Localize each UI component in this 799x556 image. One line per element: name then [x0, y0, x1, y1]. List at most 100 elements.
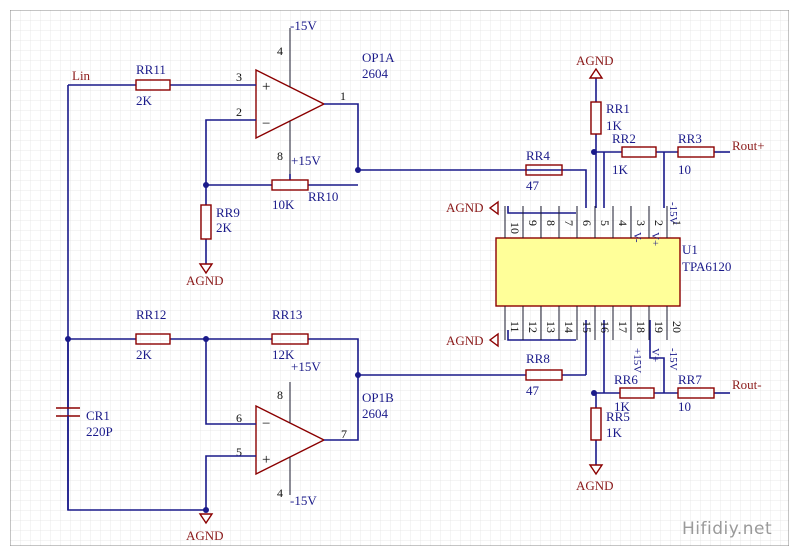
op1a-plus-sign: + — [262, 79, 270, 95]
op1b-vpos-label: +15V — [291, 359, 321, 374]
resistor-rr6: RR6 1K — [614, 372, 655, 414]
svg-text:47: 47 — [526, 383, 540, 398]
svg-text:20: 20 — [670, 321, 684, 333]
u1-ref: U1 — [682, 242, 698, 257]
agnd-symbol-u1-top: AGND — [446, 200, 499, 216]
svg-text:AGND: AGND — [576, 478, 614, 493]
svg-text:9: 9 — [526, 220, 540, 226]
rout-minus-label: Rout- — [732, 377, 762, 392]
resistor-rr5: RR5 1K — [590, 407, 630, 441]
op1b-pin6: 6 — [236, 411, 242, 425]
svg-text:2: 2 — [652, 220, 666, 226]
svg-text:RR13: RR13 — [272, 307, 302, 322]
svg-text:11: 11 — [508, 321, 522, 333]
op1a-minus-sign: − — [262, 116, 270, 132]
svg-text:AGND: AGND — [576, 53, 614, 68]
svg-text:16: 16 — [598, 321, 612, 333]
resistor-rr11: RR11 2K — [135, 62, 171, 108]
op1b-vneg-label: -15V — [290, 493, 317, 508]
svg-text:2K: 2K — [136, 93, 153, 108]
op1a-value: 2604 — [362, 66, 389, 81]
svg-text:RR11: RR11 — [136, 62, 166, 77]
svg-text:2K: 2K — [136, 347, 153, 362]
svg-text:14: 14 — [562, 321, 576, 333]
resistor-rr3: RR3 10 — [677, 131, 715, 177]
svg-text:1K: 1K — [612, 162, 629, 177]
junctions — [65, 149, 597, 513]
svg-text:-15V: -15V — [667, 202, 679, 225]
resistor-rr9: RR9 2K — [200, 204, 240, 240]
agnd-symbol-op1b: AGND — [186, 513, 224, 543]
svg-text:AGND: AGND — [446, 200, 484, 215]
svg-text:RR12: RR12 — [136, 307, 166, 322]
op1b-ref: OP1B — [362, 390, 394, 405]
svg-text:RR5: RR5 — [606, 409, 630, 424]
op1a-vpos-label: +15V — [291, 153, 321, 168]
op1b-pin4: 4 — [277, 486, 283, 500]
resistor-rr12: RR12 2K — [135, 307, 171, 362]
svg-text:10: 10 — [678, 162, 691, 177]
svg-text:1K: 1K — [614, 399, 631, 414]
svg-text:4: 4 — [616, 220, 630, 226]
svg-text:AGND: AGND — [186, 273, 224, 288]
agnd-symbol-rr1: AGND — [576, 53, 614, 79]
svg-text:AGND: AGND — [446, 333, 484, 348]
op1b-opamp: +15V -15V 8 4 − + 6 5 7 OP1B 2604 — [236, 359, 394, 508]
rout-plus-label: Rout+ — [732, 138, 765, 153]
op1a-pin1: 1 — [340, 89, 346, 103]
schematic-sheet: -15V 4 8 +15V + − 3 2 1 OP1A 2604 +15V -… — [10, 10, 789, 546]
svg-text:RR1: RR1 — [606, 101, 630, 116]
op1b-pin7: 7 — [341, 427, 347, 441]
svg-text:V+: V+ — [649, 348, 661, 362]
svg-text:6: 6 — [580, 220, 594, 226]
resistor-rr13: RR13 12K — [271, 307, 309, 362]
svg-text:1K: 1K — [606, 118, 623, 133]
agnd-symbol-u1-bottom: AGND — [446, 332, 499, 348]
svg-text:RR8: RR8 — [526, 351, 550, 366]
watermark: Hifidiy.net — [682, 519, 772, 539]
svg-text:15: 15 — [580, 321, 594, 333]
op1b-pin5: 5 — [236, 445, 242, 459]
svg-text:RR7: RR7 — [678, 372, 702, 387]
op1a-pin4: 4 — [277, 44, 283, 58]
resistor-rr8: RR8 47 — [525, 351, 563, 398]
svg-text:17: 17 — [616, 321, 630, 333]
svg-text:19: 19 — [652, 321, 666, 333]
svg-text:AGND: AGND — [186, 528, 224, 543]
svg-text:RR2: RR2 — [612, 131, 636, 146]
svg-text:+15V: +15V — [631, 348, 643, 373]
svg-text:RR3: RR3 — [678, 131, 702, 146]
svg-text:2K: 2K — [216, 220, 233, 235]
svg-text:8: 8 — [544, 220, 558, 226]
svg-text:1K: 1K — [606, 425, 623, 440]
op1a-pin8: 8 — [277, 149, 283, 163]
u1-value: TPA6120 — [682, 259, 731, 274]
op1a-vneg-label: -15V — [290, 18, 317, 33]
resistor-rr4: RR4 47 — [525, 148, 563, 193]
svg-text:V+: V+ — [649, 232, 661, 246]
svg-text:V-: V- — [631, 232, 643, 243]
svg-text:RR6: RR6 — [614, 372, 638, 387]
svg-text:7: 7 — [562, 220, 576, 226]
capacitor-cr1: CR1 220P — [56, 407, 113, 510]
svg-text:10: 10 — [678, 399, 691, 414]
u1-chip: U1 TPA6120 10 9 8 7 6 5 4 3 2 1 11 12 — [495, 202, 731, 373]
svg-text:10K: 10K — [272, 197, 295, 212]
svg-text:RR10: RR10 — [308, 189, 338, 204]
svg-text:1: 1 — [670, 220, 684, 226]
op1a-pin2: 2 — [236, 105, 242, 119]
resistor-rr2: RR2 1K — [612, 131, 657, 177]
agnd-symbol-rr5: AGND — [576, 464, 614, 493]
svg-text:10: 10 — [508, 222, 522, 234]
resistor-rr1: RR1 1K — [590, 101, 630, 135]
svg-text:18: 18 — [634, 321, 648, 333]
svg-text:12: 12 — [526, 321, 540, 333]
svg-text:-15V: -15V — [667, 348, 679, 371]
op1b-minus-sign: − — [262, 416, 270, 432]
svg-text:47: 47 — [526, 178, 540, 193]
svg-text:RR9: RR9 — [216, 205, 240, 220]
output-wires — [507, 78, 730, 465]
svg-text:13: 13 — [544, 321, 558, 333]
svg-text:CR1: CR1 — [86, 408, 110, 423]
op1b-value: 2604 — [362, 406, 389, 421]
